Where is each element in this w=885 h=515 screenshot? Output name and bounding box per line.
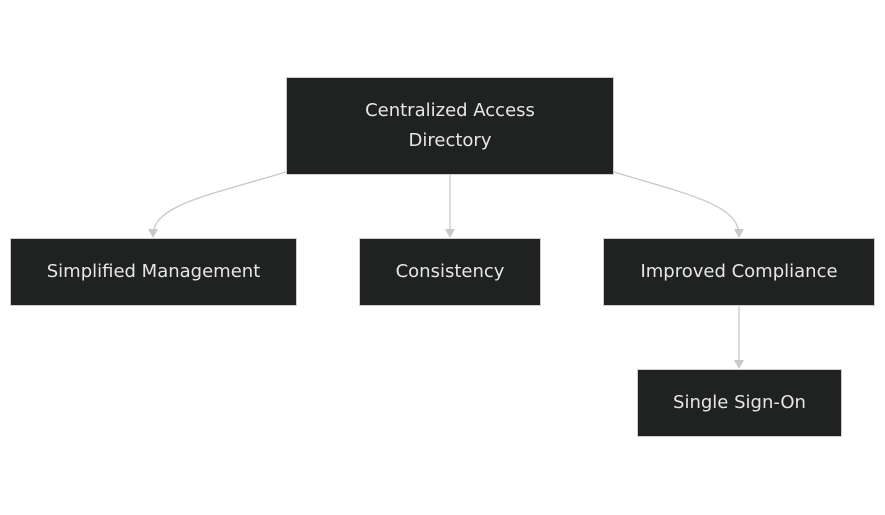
arrow-root-to-consistency (445, 229, 455, 238)
edge-root-to-simplified (152, 171, 287, 237)
node-label: Improved Compliance (640, 261, 838, 282)
node-simplified-management: Simplified Management (10, 238, 297, 306)
arrow-compliance-to-sso (734, 360, 744, 369)
arrow-root-to-compliance (734, 229, 744, 238)
node-label: Single Sign-On (673, 392, 806, 413)
arrow-root-to-simplified (148, 229, 158, 238)
node-centralized-access-directory: Centralized Access Directory (286, 77, 614, 175)
node-improved-compliance: Improved Compliance (603, 238, 875, 306)
node-consistency: Consistency (359, 238, 541, 306)
edge-root-to-compliance (613, 171, 740, 237)
node-label: Consistency (395, 261, 505, 282)
node-label: Centralized Access Directory (365, 100, 535, 151)
node-single-sign-on: Single Sign-On (637, 369, 842, 437)
node-label: Simplified Management (46, 261, 261, 282)
